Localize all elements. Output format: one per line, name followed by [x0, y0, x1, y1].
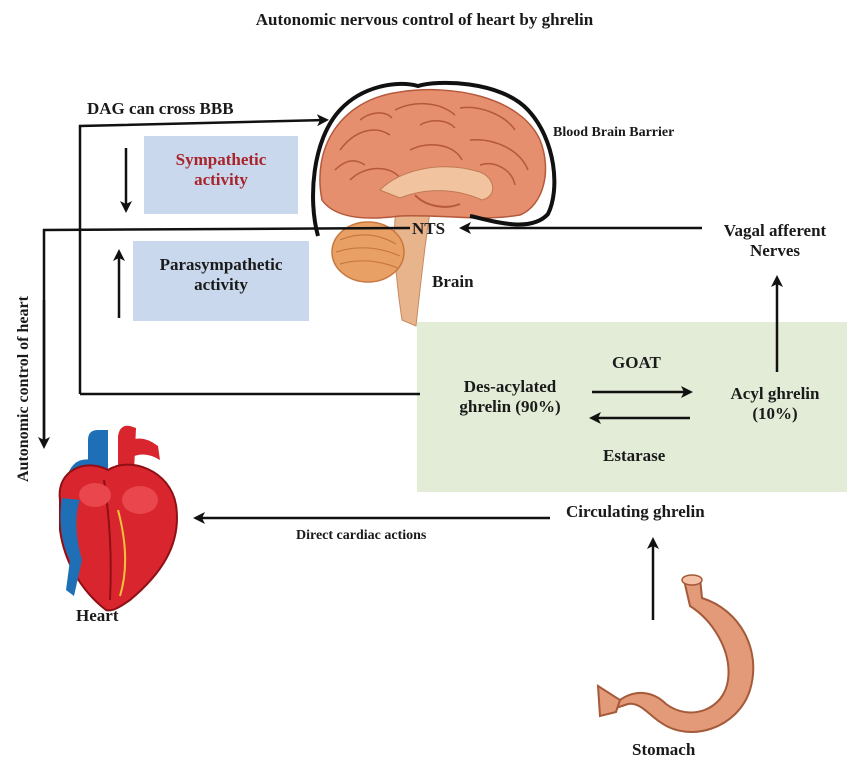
desacylated-label: Des-acylated ghrelin (90%) [430, 377, 590, 416]
heart-illustration [60, 426, 177, 611]
sympathetic-label: Sympathetic activity [144, 150, 298, 189]
cerebellum [332, 222, 404, 282]
parasympathetic-line2: activity [133, 275, 309, 295]
acyl-line1: Acyl ghrelin [700, 384, 849, 404]
bbb-label: Blood Brain Barrier [553, 125, 674, 141]
nts-label: NTS [412, 219, 445, 239]
heart-label: Heart [76, 606, 118, 626]
desacylated-line1: Des-acylated [430, 377, 590, 397]
autonomic-label: Autonomic control of heart [15, 296, 33, 482]
vagal-line2: Nerves [700, 241, 849, 261]
goat-label: GOAT [612, 353, 661, 373]
stomach-illustration [598, 575, 753, 732]
desacylated-line2: ghrelin (90%) [430, 397, 590, 417]
estarase-label: Estarase [603, 446, 665, 466]
acyl-line2: (10%) [700, 404, 849, 424]
diagram-title: Autonomic nervous control of heart by gh… [0, 10, 849, 30]
dag-label: DAG can cross BBB [87, 99, 234, 119]
sympathetic-line1: Sympathetic [144, 150, 298, 170]
sympathetic-line2: activity [144, 170, 298, 190]
stomach-label: Stomach [632, 740, 695, 760]
vagal-line1: Vagal afferent [700, 221, 849, 241]
acyl-label: Acyl ghrelin (10%) [700, 384, 849, 423]
cerebrum [320, 90, 546, 218]
circulating-label: Circulating ghrelin [566, 502, 705, 522]
parasympathetic-label: Parasympathetic activity [133, 255, 309, 294]
brain-label: Brain [432, 272, 474, 292]
vagal-label: Vagal afferent Nerves [700, 221, 849, 260]
parasympathetic-line1: Parasympathetic [133, 255, 309, 275]
direct-cardiac-label: Direct cardiac actions [296, 528, 426, 544]
